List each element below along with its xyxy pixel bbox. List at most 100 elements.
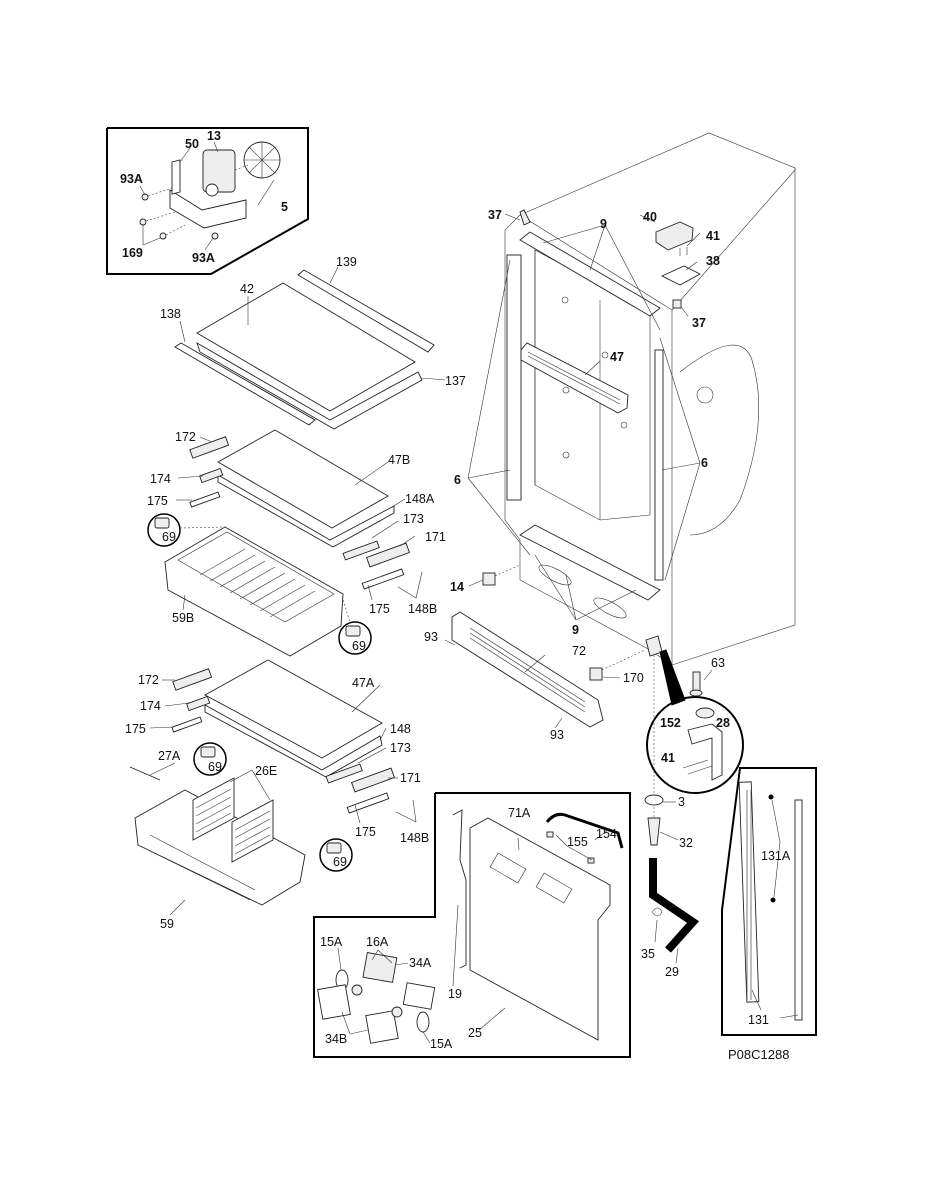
screw-icon — [139, 218, 147, 226]
clip-170 — [589, 667, 603, 681]
callout-label: 171 — [400, 771, 421, 785]
hinge-detail-circle — [646, 696, 744, 794]
shelf-frame-137 — [196, 342, 423, 430]
callout-label: 6 — [701, 456, 708, 470]
callout-label: 34B — [325, 1032, 347, 1046]
fan-bracket-icon — [169, 189, 247, 229]
cap-37 — [672, 299, 682, 309]
callout-label: 26E — [255, 764, 277, 778]
callout-label: 131A — [761, 849, 791, 863]
bracket-171 — [350, 767, 396, 793]
screw-icon — [141, 193, 149, 201]
callout-label: 47A — [352, 676, 375, 690]
drain-assembly: 3 32 35 29 — [641, 655, 700, 979]
breaker-strip-left — [506, 254, 522, 501]
callout-label: 27A — [158, 749, 181, 763]
evaporator-cover — [679, 344, 760, 536]
cabinet-right-side — [671, 168, 796, 666]
shelf-rail-131-right — [794, 799, 803, 1021]
shelf-frame-148a — [217, 474, 395, 548]
detail-circle-69 — [193, 742, 227, 776]
light-socket-icon — [391, 1006, 403, 1018]
top-hinge-38 — [660, 265, 701, 286]
callout-label: 148A — [405, 492, 435, 506]
bottom-hinge-bracket — [645, 635, 663, 657]
callout-label: 15A — [430, 1037, 453, 1051]
glass-shelf-42 — [196, 282, 416, 412]
light-shield-25 — [469, 817, 611, 1041]
callout-label: 175 — [369, 602, 390, 616]
callout-label: 175 — [355, 825, 376, 839]
grommet-3 — [644, 794, 664, 806]
callout-label: 137 — [445, 374, 466, 388]
callout-label: 38 — [706, 254, 720, 268]
callout-label: 41 — [661, 751, 675, 765]
callout-label: 171 — [425, 530, 446, 544]
callout-label: 172 — [138, 673, 159, 687]
callout-label: 169 — [122, 246, 143, 260]
light-inset-frame — [313, 792, 631, 1058]
light-panel-inset: 71A 154 155 15A 16A 34A 19 34B 15A 25 — [313, 792, 631, 1058]
callout-label: 175 — [147, 494, 168, 508]
bulb-15a — [416, 1011, 430, 1033]
leveling-leg-63 — [692, 671, 701, 693]
lower-crisper-assembly: 172 174 175 47A 148 173 171 175 148B 27A… — [125, 659, 429, 931]
callout-label: 41 — [706, 229, 720, 243]
callout-label: 13 — [207, 129, 221, 143]
callout-label: 93A — [120, 172, 143, 186]
callout-label: 131 — [748, 1013, 769, 1027]
callout-label: 47 — [610, 350, 624, 364]
hinge-pin-152 — [695, 707, 715, 719]
cabinet-top — [519, 132, 796, 311]
callout-label: 148 — [390, 722, 411, 736]
callout-label: 93A — [192, 251, 215, 265]
shelf-rail-139 — [297, 269, 435, 353]
bracket-171 — [365, 542, 411, 568]
callout-label: 71A — [508, 806, 531, 820]
wire-harness-154 — [545, 812, 624, 849]
light-lens-34b — [365, 1010, 399, 1044]
callout-label: 139 — [336, 255, 357, 269]
callout-label: 15A — [320, 935, 343, 949]
callout-label: 28 — [716, 716, 730, 730]
clip-155 — [587, 857, 595, 864]
bracket-172 — [189, 436, 230, 459]
callout-label: 9 — [572, 623, 579, 637]
callout-label: 170 — [623, 671, 644, 685]
screw-icon — [211, 232, 219, 240]
gasket-19 — [452, 809, 467, 969]
callout-label: 47B — [388, 453, 410, 467]
drain-trough-32 — [647, 817, 661, 846]
bracket-175-right — [346, 792, 390, 814]
callout-label: 6 — [454, 473, 461, 487]
light-socket-16a — [362, 952, 398, 983]
drain-hose-29 — [649, 858, 700, 953]
callout-label: 42 — [240, 282, 254, 296]
clamp-35 — [651, 907, 663, 917]
callout-label: 37 — [692, 316, 706, 330]
callout-label: 34A — [409, 956, 432, 970]
callout-label: 37 — [488, 208, 502, 222]
divider-26e — [192, 777, 274, 863]
callout-label: 138 — [160, 307, 181, 321]
callout-label: 152 — [660, 716, 681, 730]
fan-motor-icon — [202, 149, 236, 193]
callout-label: 3 — [678, 795, 685, 809]
glass-shelf-47b — [217, 429, 389, 529]
shelf-rail-138 — [174, 342, 316, 426]
bracket-175-left — [189, 491, 221, 508]
callout-label: 93 — [550, 728, 564, 742]
callout-label: 174 — [140, 699, 161, 713]
glide-69-icon — [345, 625, 361, 637]
detail-circle-69 — [147, 513, 181, 547]
breaker-strip-top — [519, 231, 661, 317]
bracket-174 — [186, 695, 211, 712]
upper-crisper-assembly: 172 174 175 47B 148A 173 171 175 148B 69… — [147, 429, 446, 657]
callout-label: 154 — [596, 827, 617, 841]
motor-shaft-icon — [205, 183, 219, 197]
bracket-175-left — [171, 716, 203, 733]
callout-label: 69 — [162, 530, 176, 544]
callout-label: 174 — [150, 472, 171, 486]
callout-label: 148B — [408, 602, 437, 616]
